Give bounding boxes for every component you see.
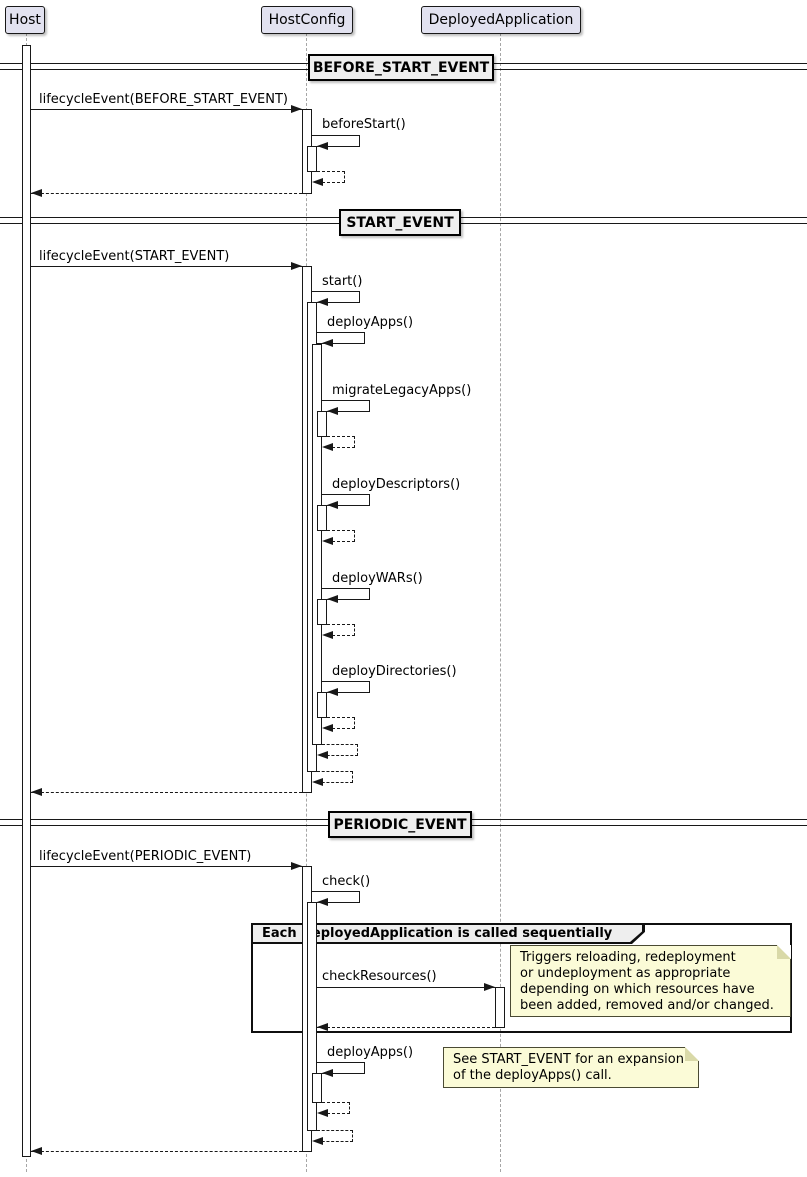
self-call-deploy-apps-periodic: [317, 1062, 365, 1074]
message-label-migrate-legacy-apps: migrateLegacyApps(): [332, 383, 472, 398]
self-return-start: [317, 771, 353, 783]
arrowhead-deploy-apps: [322, 339, 333, 347]
self-return-before-start: [317, 171, 345, 183]
arrowhead-self-return-deploy-apps: [317, 751, 328, 759]
note-check-resources: Triggers reloading, redeployment or unde…: [510, 945, 791, 1017]
arrowhead-migrate-legacy-apps: [327, 407, 338, 415]
arrowhead-lifecycle-start: [291, 262, 302, 270]
self-call-deploy-directories: [322, 681, 370, 693]
return-lifecycle-periodic: [31, 1151, 302, 1152]
arrowhead-check: [317, 898, 328, 906]
activation-hostconfig-start-3: [312, 344, 322, 745]
participant-hostconfig: HostConfig: [261, 6, 353, 34]
arrowhead-deploy-wars: [327, 595, 338, 603]
divider-label-start: START_EVENT: [339, 209, 461, 236]
return-lifecycle-before-start: [31, 193, 302, 194]
message-label-deploy-apps-periodic: deployApps(): [327, 1045, 414, 1060]
message-label-deploy-wars: deployWARs(): [332, 571, 423, 586]
participant-host: Host: [5, 6, 45, 34]
arrowhead-self-return-deploy-apps-periodic: [317, 1109, 328, 1117]
message-label-deploy-descriptors: deployDescriptors(): [332, 477, 461, 492]
arrowhead-self-return-start: [312, 778, 323, 786]
arrowhead-check-resources: [484, 983, 495, 991]
arrowhead-return-check-resources: [317, 1023, 328, 1031]
activation-host: [22, 45, 31, 1157]
activation-hostconfig-migrate: [317, 411, 327, 437]
arrowhead-start: [317, 298, 328, 306]
message-label-lifecycle-start: lifecycleEvent(START_EVENT): [39, 249, 230, 264]
message-label-lifecycle-before-start: lifecycleEvent(BEFORE_START_EVENT): [39, 92, 288, 107]
note-deploy-apps: See START_EVENT for an expansion of the …: [443, 1047, 699, 1088]
arrow-check-resources: [317, 987, 495, 988]
message-label-deploy-apps: deployApps(): [327, 315, 414, 330]
lifeline-deployedapplication: [500, 33, 501, 1172]
divider-label-before-start: BEFORE_START_EVENT: [308, 54, 494, 81]
activation-hostconfig-periodic-3: [312, 1073, 322, 1103]
message-label-before-start: beforeStart(): [322, 117, 406, 132]
activation-hostconfig-before-2: [307, 146, 317, 172]
self-return-deploy-apps-periodic: [322, 1102, 350, 1114]
arrowhead-return-deploy-descriptors: [322, 537, 333, 545]
message-label-start: start(): [322, 274, 363, 289]
group-title: Each DeployedApplication is called seque…: [253, 925, 642, 942]
activation-hostconfig-directories: [317, 692, 327, 718]
self-call-deploy-descriptors: [322, 494, 370, 506]
group-header: Each DeployedApplication is called seque…: [251, 923, 645, 944]
message-label-lifecycle-periodic: lifecycleEvent(PERIODIC_EVENT): [39, 849, 252, 864]
arrowhead-return-before-start: [31, 189, 42, 197]
arrowhead-return-periodic: [31, 1147, 42, 1155]
self-return-deploy-directories: [327, 717, 355, 729]
divider-label-periodic: PERIODIC_EVENT: [328, 811, 472, 838]
self-call-migrate-legacy-apps: [322, 400, 370, 412]
self-call-deploy-apps: [317, 332, 365, 344]
arrowhead-return-deploy-wars: [322, 631, 333, 639]
participant-deployedapplication: DeployedApplication: [421, 6, 581, 34]
arrowhead-self-return-check: [312, 1137, 323, 1145]
arrowhead-self-return-before-start: [312, 178, 323, 186]
self-return-migrate-legacy-apps: [327, 436, 355, 448]
arrowhead-return-start: [31, 788, 42, 796]
message-label-deploy-directories: deployDirectories(): [332, 664, 457, 679]
arrow-lifecycle-start: [31, 266, 302, 267]
arrowhead-return-migrate-legacy-apps: [322, 443, 333, 451]
self-call-start: [312, 291, 360, 303]
message-label-check: check(): [322, 874, 371, 889]
arrowhead-lifecycle-before-start: [291, 105, 302, 113]
message-label-check-resources: checkResources(): [322, 969, 437, 984]
arrowhead-deploy-directories: [327, 688, 338, 696]
self-return-deploy-descriptors: [327, 530, 355, 542]
self-return-deploy-wars: [327, 624, 355, 636]
arrowhead-lifecycle-periodic: [291, 862, 302, 870]
activation-hostconfig-wars: [317, 599, 327, 625]
return-lifecycle-start: [31, 792, 302, 793]
arrowhead-deploy-apps-periodic: [322, 1069, 333, 1077]
arrowhead-before-start: [317, 142, 328, 150]
self-return-check: [317, 1130, 353, 1142]
return-check-resources: [317, 1027, 495, 1028]
arrow-lifecycle-periodic: [31, 866, 302, 867]
activation-hostconfig-descriptors: [317, 505, 327, 531]
arrowhead-return-deploy-directories: [322, 724, 333, 732]
self-return-deploy-apps: [322, 744, 358, 756]
arrowhead-deploy-descriptors: [327, 501, 338, 509]
self-call-check: [312, 891, 360, 903]
activation-deployedapplication: [495, 987, 505, 1028]
self-call-before-start: [312, 135, 360, 147]
self-call-deploy-wars: [322, 588, 370, 600]
arrow-lifecycle-before-start: [31, 109, 302, 110]
